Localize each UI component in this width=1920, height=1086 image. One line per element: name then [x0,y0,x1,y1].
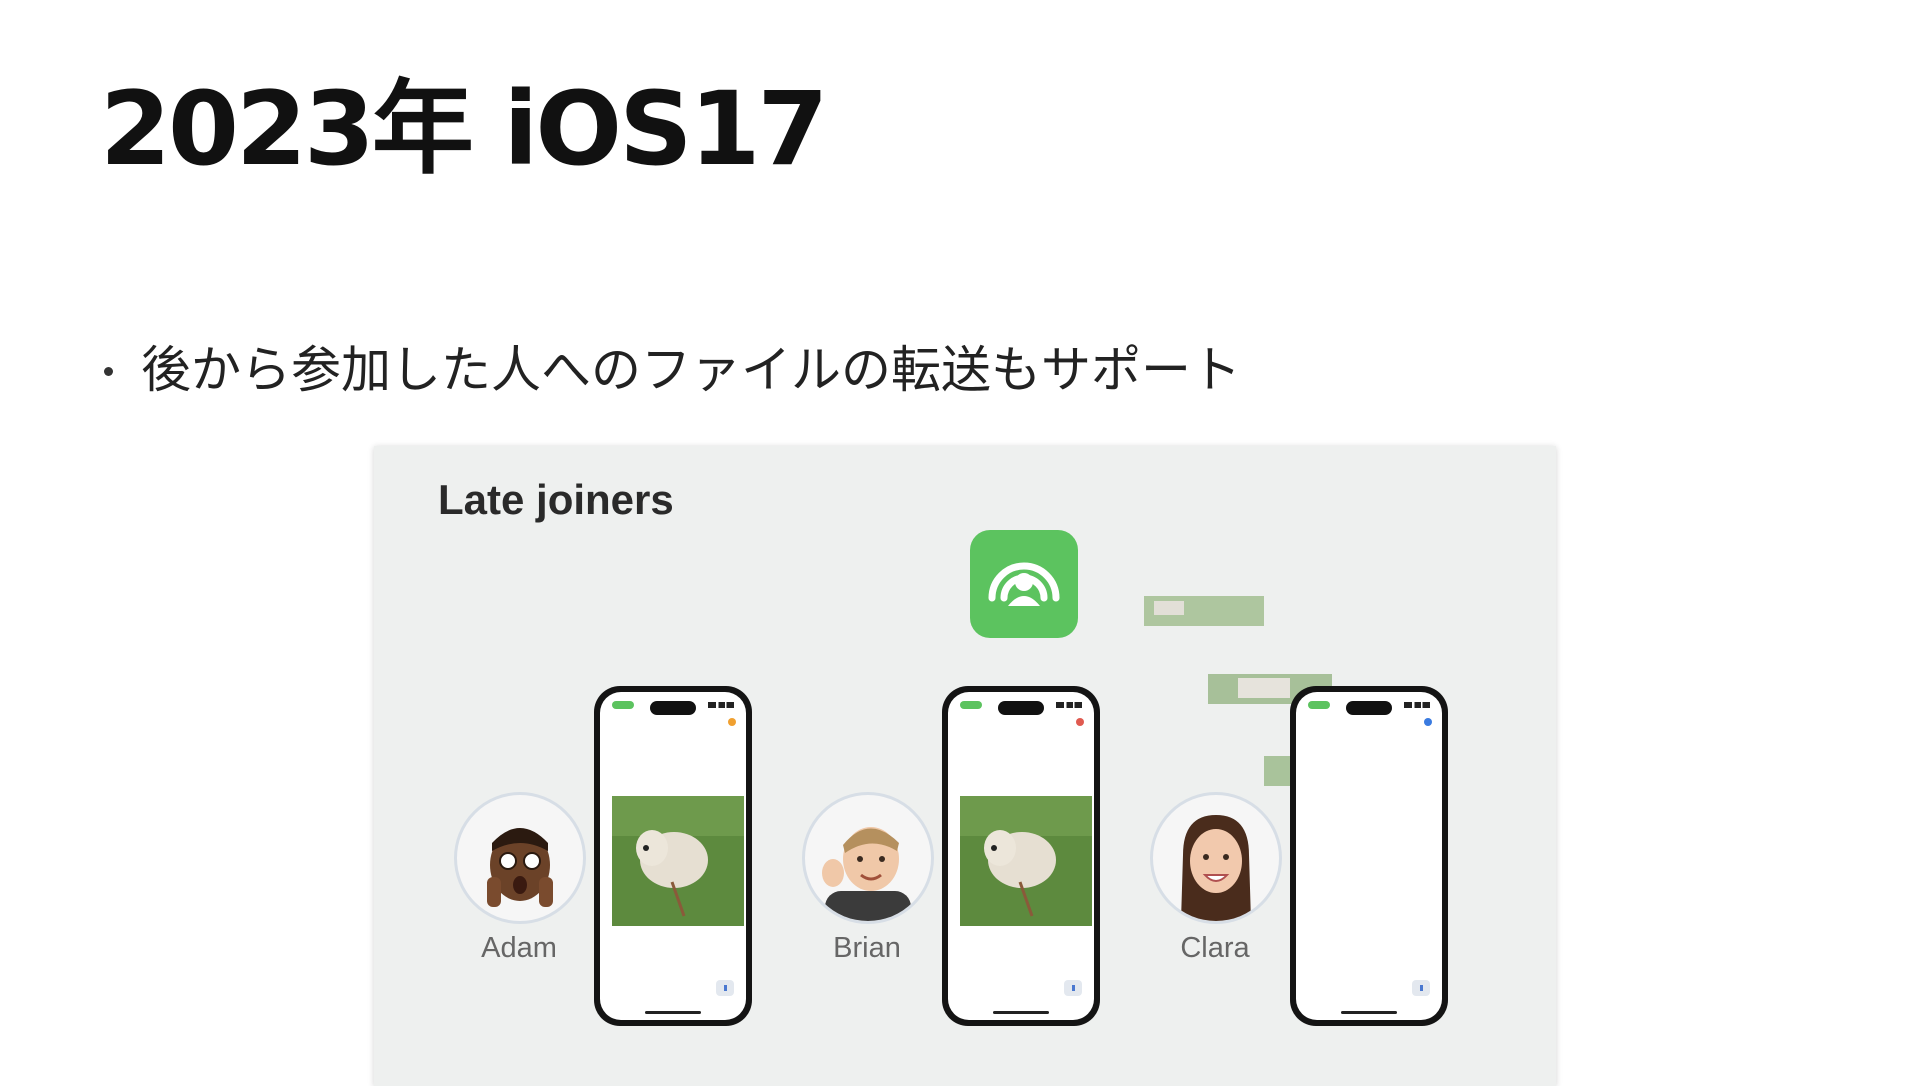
dynamic-island [1346,701,1392,715]
memoji-avatar [454,792,586,924]
shareplay-icon [970,530,1078,638]
phone-clara [1290,686,1448,1026]
slide-title: 2023年 iOS17 [100,70,828,189]
bullet-dot [104,366,113,376]
panel-title: Late joiners [438,476,674,523]
late-joiners-illustration: Late joiners [374,446,1556,1086]
phone-screen [1296,692,1442,1020]
bullet-text: 後から参加した人へのファイルの転送もサポート [141,341,1241,399]
participant-name: Clara [1180,932,1250,964]
status-bar-icons [708,702,734,708]
indicator-dot [1076,718,1084,726]
home-indicator [1341,1011,1397,1014]
share-button[interactable] [1064,980,1082,996]
participant-clara: Clara [1150,792,1282,965]
phone-brian [942,686,1100,1026]
transfer-tile [1144,596,1264,626]
dynamic-island [998,701,1044,715]
memoji-avatar [1150,792,1282,924]
status-time-pill [1308,701,1330,709]
share-button[interactable] [1412,980,1430,996]
memoji-avatar [802,792,934,924]
phone-screen [948,692,1094,1020]
indicator-dot [728,718,736,726]
home-indicator [645,1011,701,1014]
status-time-pill [612,701,634,709]
status-time-pill [960,701,982,709]
status-bar-icons [1056,702,1082,708]
status-bar-icons [1404,702,1430,708]
share-button[interactable] [716,980,734,996]
participant-name: Brian [833,932,901,964]
dog-photo[interactable] [960,796,1092,926]
phone-screen [600,692,746,1020]
indicator-dot [1424,718,1432,726]
phone-adam [594,686,752,1026]
participant-name: Adam [481,932,557,964]
participant-brian: Brian [802,792,934,965]
dog-photo[interactable] [612,796,744,926]
dynamic-island [650,701,696,715]
bullet-item: 後から参加した人へのファイルの転送もサポート [104,330,1241,402]
participant-adam: Adam [454,792,586,965]
home-indicator [993,1011,1049,1014]
